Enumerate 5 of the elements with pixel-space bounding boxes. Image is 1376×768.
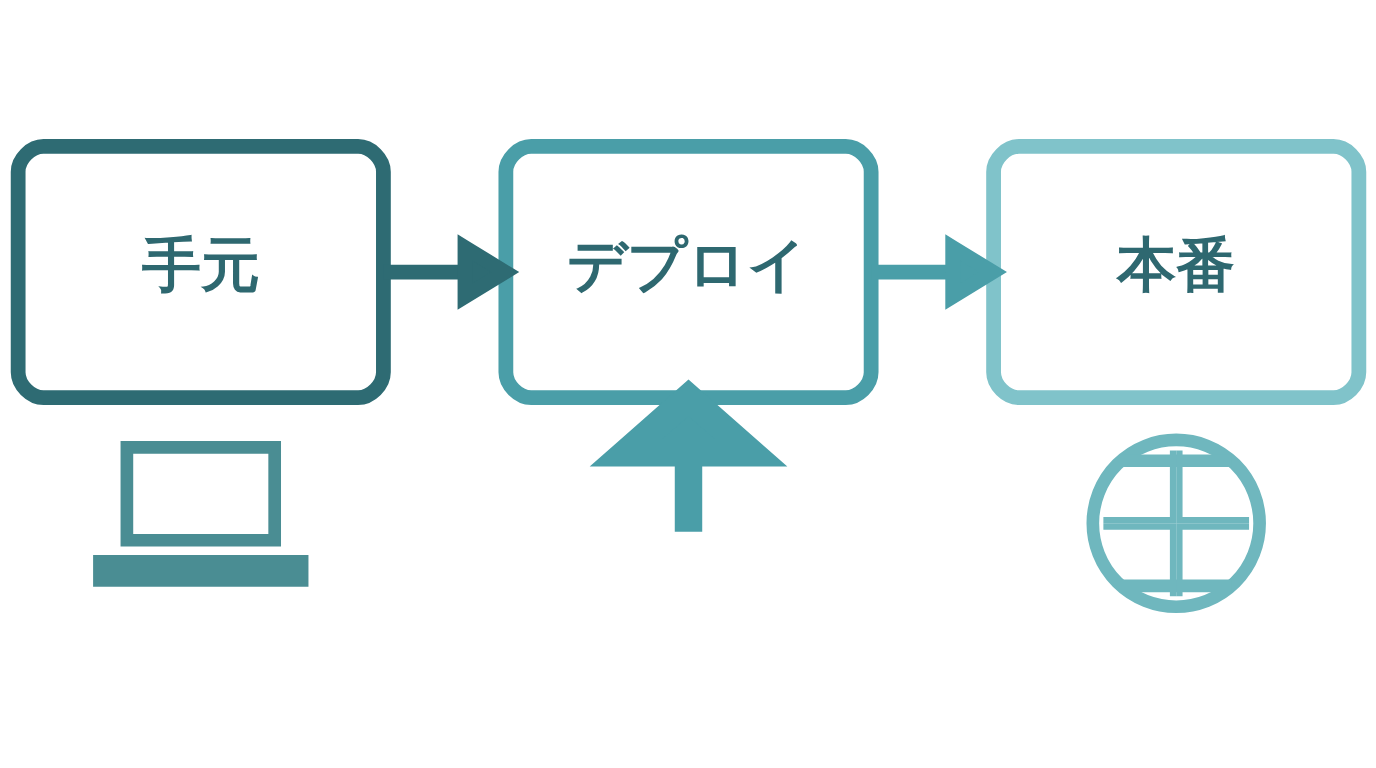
node-box: 本番 xyxy=(985,138,1366,405)
node-box: デプロイ xyxy=(498,138,878,405)
arrow xyxy=(589,379,787,532)
node-picture xyxy=(1086,433,1266,613)
node-box: 手元 xyxy=(10,138,391,405)
